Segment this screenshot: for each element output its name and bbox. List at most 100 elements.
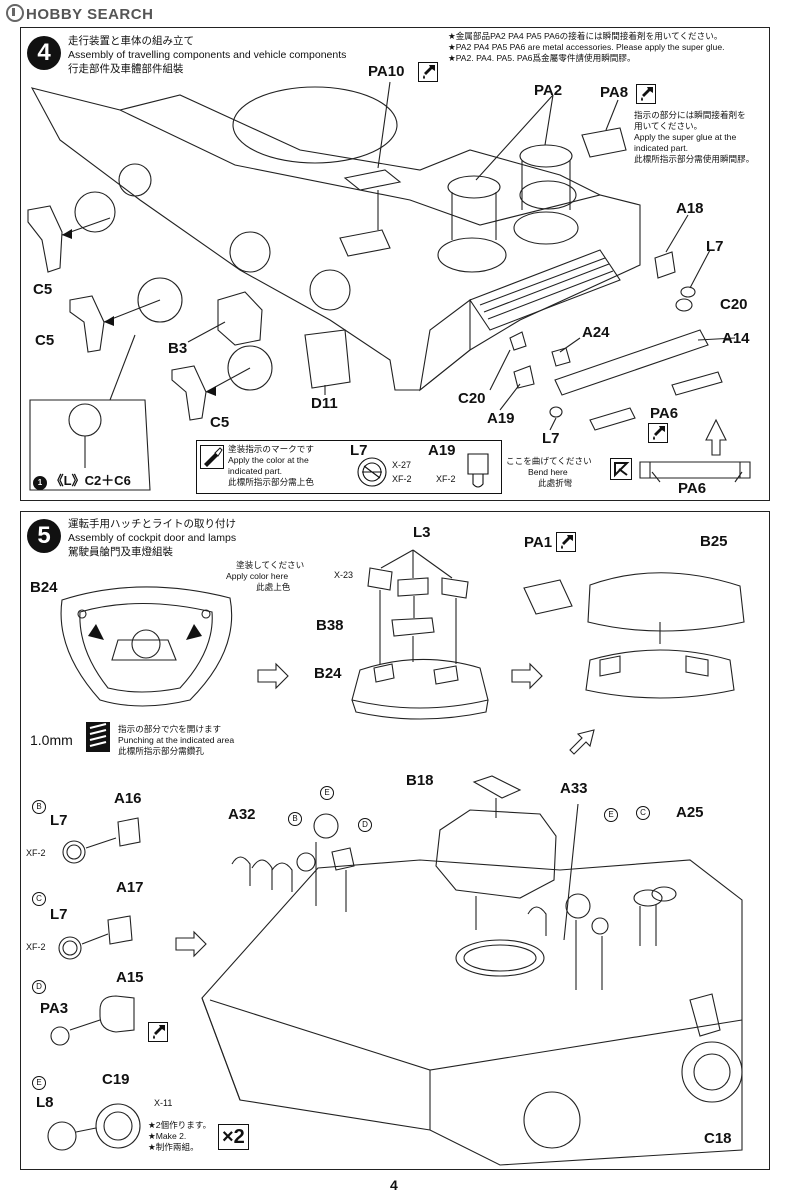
part-label-c5: C5	[33, 281, 53, 298]
part-label-a24: A24	[582, 324, 610, 341]
color-note-zh: 此處上色	[256, 582, 291, 592]
marker-b: B	[288, 812, 302, 826]
paint-legend-xf2: XF-2	[392, 474, 412, 484]
step5-panel	[20, 511, 770, 1170]
glue-icon	[556, 532, 576, 552]
step5-title-ja: 運転手用ハッチとライトの取り付け	[68, 518, 236, 530]
part-label-a16: A16	[114, 790, 142, 807]
paint-legend-a19: A19	[428, 442, 456, 459]
page-number: 4	[390, 1177, 398, 1193]
step4-number: 4	[27, 36, 61, 70]
step5-title-zh: 駕駛員艙門及車燈組裝	[68, 546, 173, 558]
part-label-pa2: PA2	[534, 82, 563, 99]
glue-icon	[148, 1022, 168, 1042]
color-note-en: Apply color here	[226, 571, 289, 581]
paint-code-x11: X-11	[154, 1098, 173, 1108]
part-label-pa8: PA8	[600, 84, 629, 101]
part-label-l3: L3	[413, 524, 431, 541]
part-label-a33: A33	[560, 780, 588, 797]
logo-icon	[6, 4, 24, 22]
make2-zh: ★制作兩組。	[148, 1142, 199, 1152]
paint-code-x23: X-23	[334, 570, 354, 580]
part-label-b18: B18	[406, 772, 434, 789]
part-label-pa1: PA1	[524, 534, 553, 551]
metal-note-zh: ★PA2. PA4. PA5. PA6爲金屬零件請使用瞬間膠。	[448, 53, 636, 63]
glue-note-zh: 此標所指示部分需使用瞬間膠。	[634, 154, 755, 164]
paint-legend-a19-xf2: XF-2	[436, 474, 456, 484]
part-label-pa6: PA6	[650, 405, 679, 422]
part-label-l7: L7	[50, 906, 68, 923]
step4-title-en: Assembly of travelling components and ve…	[68, 49, 347, 61]
drill-icon	[86, 722, 110, 752]
part-label-a15: A15	[116, 969, 144, 986]
part-label-a32: A32	[228, 806, 256, 823]
part-label-a18: A18	[676, 200, 704, 217]
step5-title-en: Assembly of cockpit door and lamps	[68, 532, 237, 544]
glue-icon	[648, 423, 668, 443]
bend-note-zh: 此處折彎	[538, 478, 573, 488]
metal-note-ja: ★金属部品PA2 PA4 PA5 PA6の接着には瞬間接着剤を用いてください。	[448, 31, 723, 41]
make2-en: ★Make 2.	[148, 1131, 187, 1141]
part-label-b24: B24	[30, 579, 58, 596]
paint-legend-box	[196, 440, 502, 494]
marker-d: D	[32, 980, 46, 994]
step5-number: 5	[27, 519, 61, 553]
marker-e: E	[32, 1076, 46, 1090]
punch-note-zh: 此標所指示部分需鑽孔	[118, 746, 204, 756]
glue-note-ja-1: 指示の部分には瞬間接着剤を	[634, 110, 746, 120]
part-label-c18: C18	[704, 1130, 732, 1147]
detail-number: 1	[33, 476, 47, 490]
step4-title-zh: 行走部件及車體部件組裝	[68, 63, 184, 75]
marker-d: D	[358, 818, 372, 832]
paint-code-xf2: XF-2	[26, 942, 46, 952]
step4-title-ja: 走行装置と車体の組み立て	[68, 35, 194, 47]
marker-c: C	[32, 892, 46, 906]
punch-note-ja: 指示の部分で穴を開けます	[118, 724, 222, 734]
part-label-a14: A14	[722, 330, 750, 347]
punch-note-en: Punching at the indicated area	[118, 735, 235, 745]
glue-note-en-2: indicated part.	[634, 143, 688, 153]
bend-part-label: PA6	[678, 480, 707, 497]
metal-note-en: ★PA2 PA4 PA5 PA6 are metal accessories. …	[448, 42, 725, 52]
punch-size: 1.0mm	[30, 732, 73, 748]
paint-note-en-1: Apply the color at the	[228, 455, 309, 465]
part-label-b3: B3	[168, 340, 188, 357]
part-label-pa10: PA10	[368, 63, 405, 80]
part-label-l8: L8	[36, 1094, 54, 1111]
paint-brush-icon	[200, 445, 224, 469]
part-label-b38: B38	[316, 617, 344, 634]
marker-e: E	[320, 786, 334, 800]
part-label-b24-assembly: B24	[314, 665, 342, 682]
part-label-l7-lower: L7	[542, 430, 560, 447]
part-label-pa3: PA3	[40, 1000, 69, 1017]
bend-note-en: Bend here	[528, 467, 568, 477]
bend-icon	[610, 458, 632, 480]
part-label-c5: C5	[210, 414, 230, 431]
paint-note-ja: 塗装指示のマークです	[228, 444, 314, 454]
paint-note-zh: 此標所指示部分需上色	[228, 477, 314, 487]
bend-note-ja: ここを曲げてください	[506, 456, 592, 466]
part-label-l7: L7	[706, 238, 724, 255]
part-label-c5: C5	[35, 332, 55, 349]
paint-code-xf2: XF-2	[26, 848, 46, 858]
glue-icon	[418, 62, 438, 82]
marker-e: E	[604, 808, 618, 822]
paint-note-en-2: indicated part.	[228, 466, 282, 476]
detail-caption: 1 《L》C2＋C6	[33, 470, 131, 490]
site-logo: HOBBY SEARCH	[6, 4, 153, 23]
paint-legend-x27: X-27	[392, 460, 412, 470]
part-label-a19: A19	[487, 410, 515, 427]
step4-panel	[20, 27, 770, 501]
part-label-c20-lower: C20	[458, 390, 486, 407]
part-label-a25: A25	[676, 804, 704, 821]
part-label-c19: C19	[102, 1071, 130, 1088]
quantity-x2: ×2	[218, 1124, 249, 1150]
part-label-a17: A17	[116, 879, 144, 896]
part-label-l7: L7	[50, 812, 68, 829]
glue-note-ja-2: 用いてください。	[634, 121, 703, 131]
color-note-ja: 塗装してください	[236, 560, 305, 570]
glue-icon	[636, 84, 656, 104]
glue-note-en-1: Apply the super glue at the	[634, 132, 737, 142]
